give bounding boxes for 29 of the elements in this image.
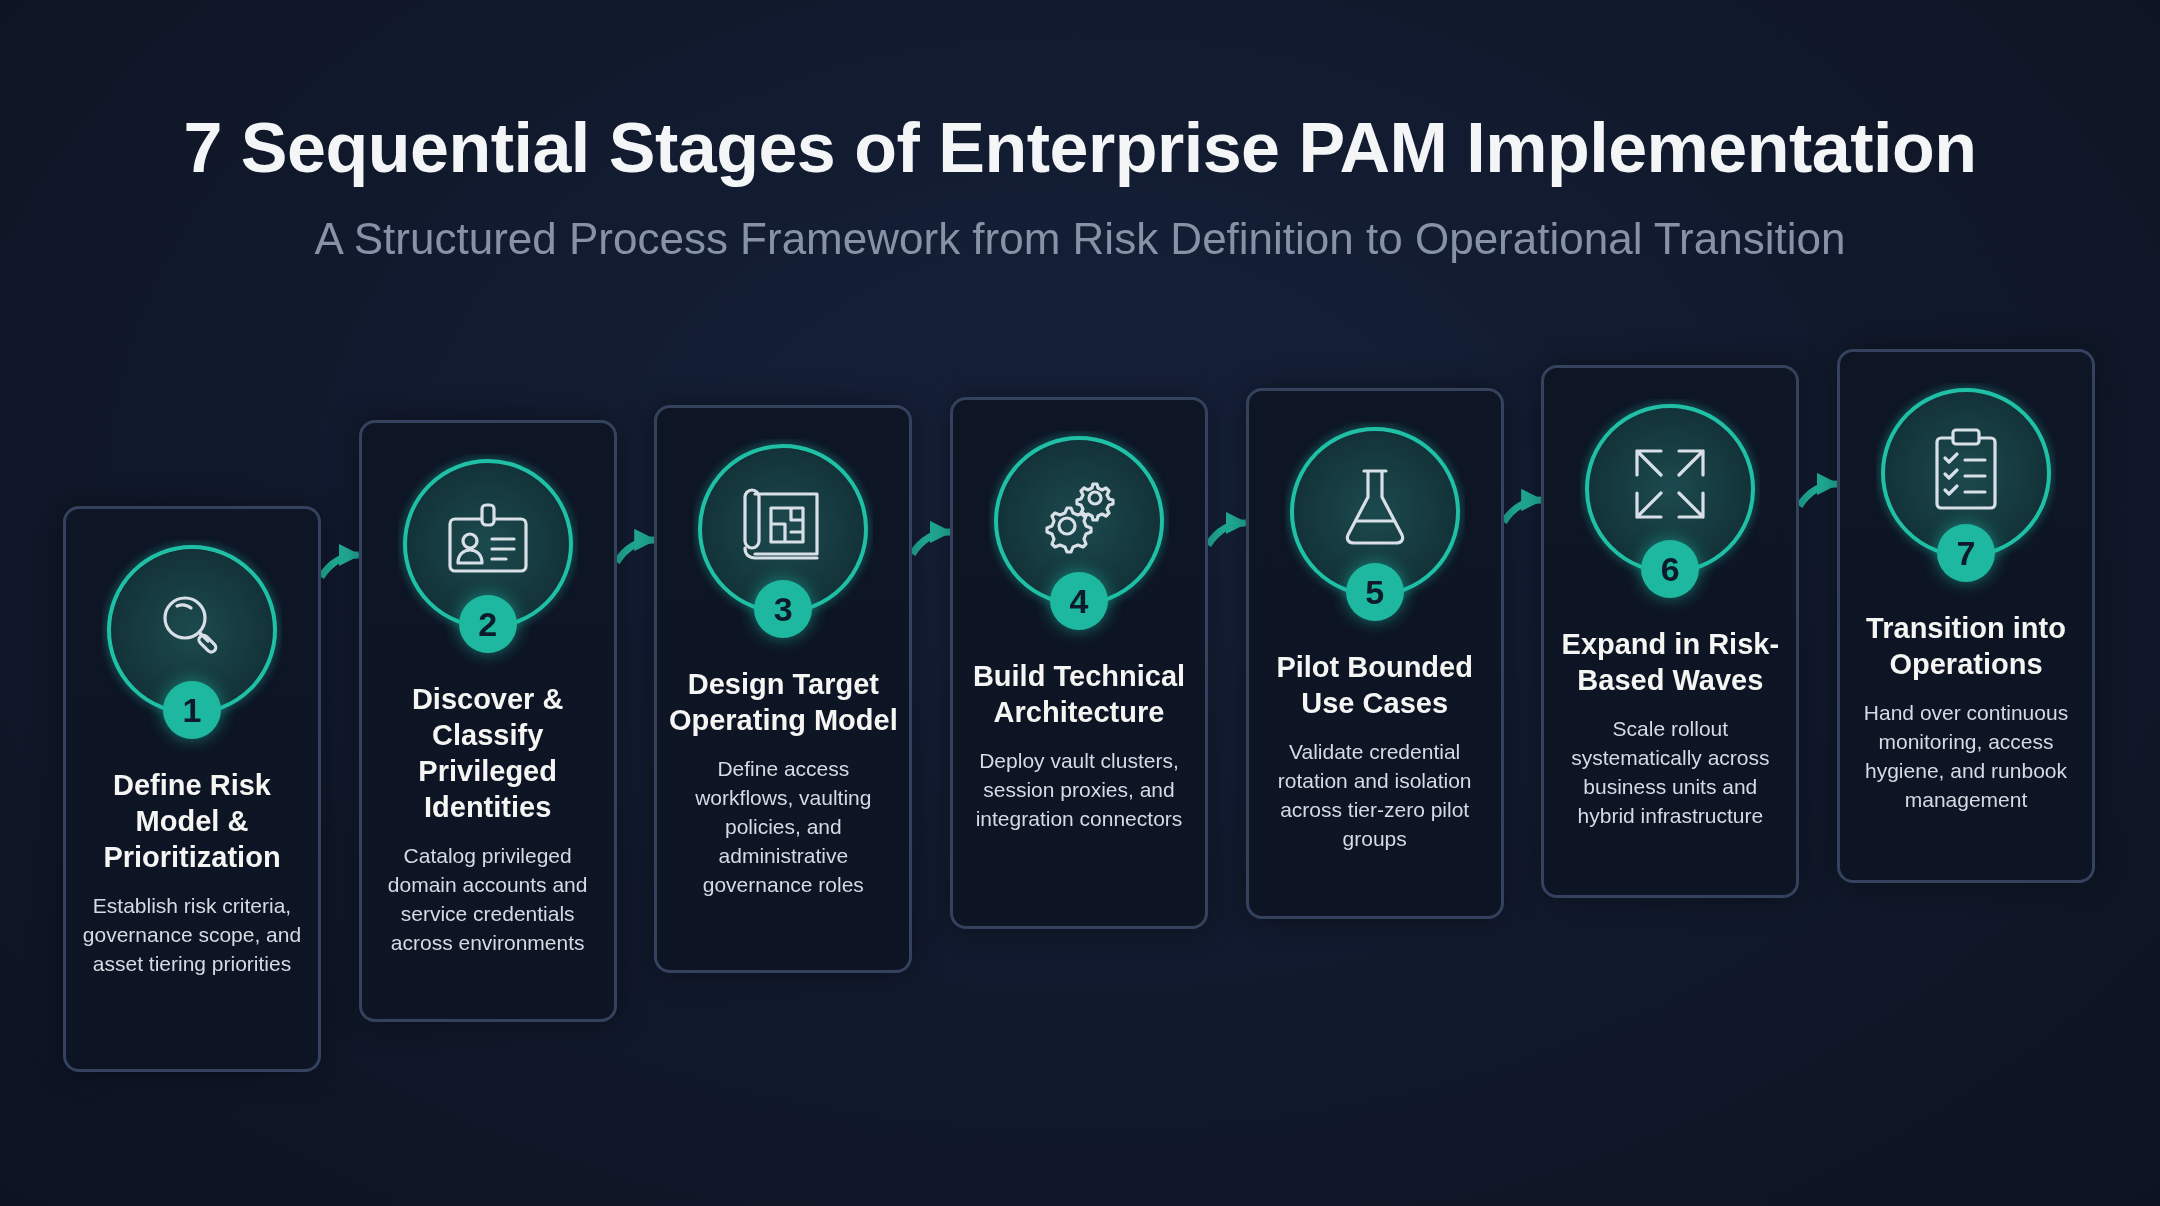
stage-title: Pilot Bounded Use Cases <box>1275 650 1474 721</box>
step-number-badge: 6 <box>1641 540 1700 598</box>
stage-card <box>358 420 617 1022</box>
step-number-badge: 4 <box>1050 572 1108 630</box>
stage-description: Define access workflows, vaulting policies, and administrative governance roles <box>694 756 873 898</box>
stage-title: Define Risk Model & Prioritization <box>102 768 282 875</box>
stage-title: Transition into Operations <box>1865 611 2067 682</box>
stage-title: Discover & Classify Privileged Identities <box>410 682 565 825</box>
step-number-badge: 7 <box>1937 524 1995 582</box>
subtitle: A Structured Process Framework from Risk Definition to Operational Transition <box>313 214 1847 264</box>
step-number-badge: 1 <box>163 681 221 739</box>
stage-title: Design Target Operating Model <box>667 667 899 738</box>
stage-card <box>950 397 1208 929</box>
stage-card <box>1541 365 1800 898</box>
step-number-badge: 5 <box>1345 563 1404 621</box>
stage-card <box>1837 349 2095 883</box>
stage-description: Establish risk criteria, governance scope, and asset tiering priorities <box>81 893 303 977</box>
stage-description: Scale rollout systematically across business units and hybrid infrastructure <box>1570 716 1771 829</box>
stage-card <box>654 405 913 973</box>
stage-description: Validate credential rotation and isolation across tier-zero pilot groups <box>1276 739 1473 852</box>
step-number-badge: 3 <box>754 580 813 638</box>
stage-card <box>1245 388 1504 919</box>
title: 7 Sequential Stages of Enterprise PAM Implementation <box>182 108 1978 188</box>
stage-card <box>63 506 321 1072</box>
stage-description: Deploy vault clusters, session proxies, and integration connectors <box>974 748 1184 832</box>
stage-description: Hand over continuous monitoring, access hygiene, and runbook management <box>1862 700 2070 813</box>
stage-description: Catalog privileged domain accounts and service credentials across environments <box>386 843 589 956</box>
stage-title: Expand in Risk-Based Waves <box>1560 627 1781 698</box>
stage-title: Build Technical Architecture <box>971 659 1187 730</box>
